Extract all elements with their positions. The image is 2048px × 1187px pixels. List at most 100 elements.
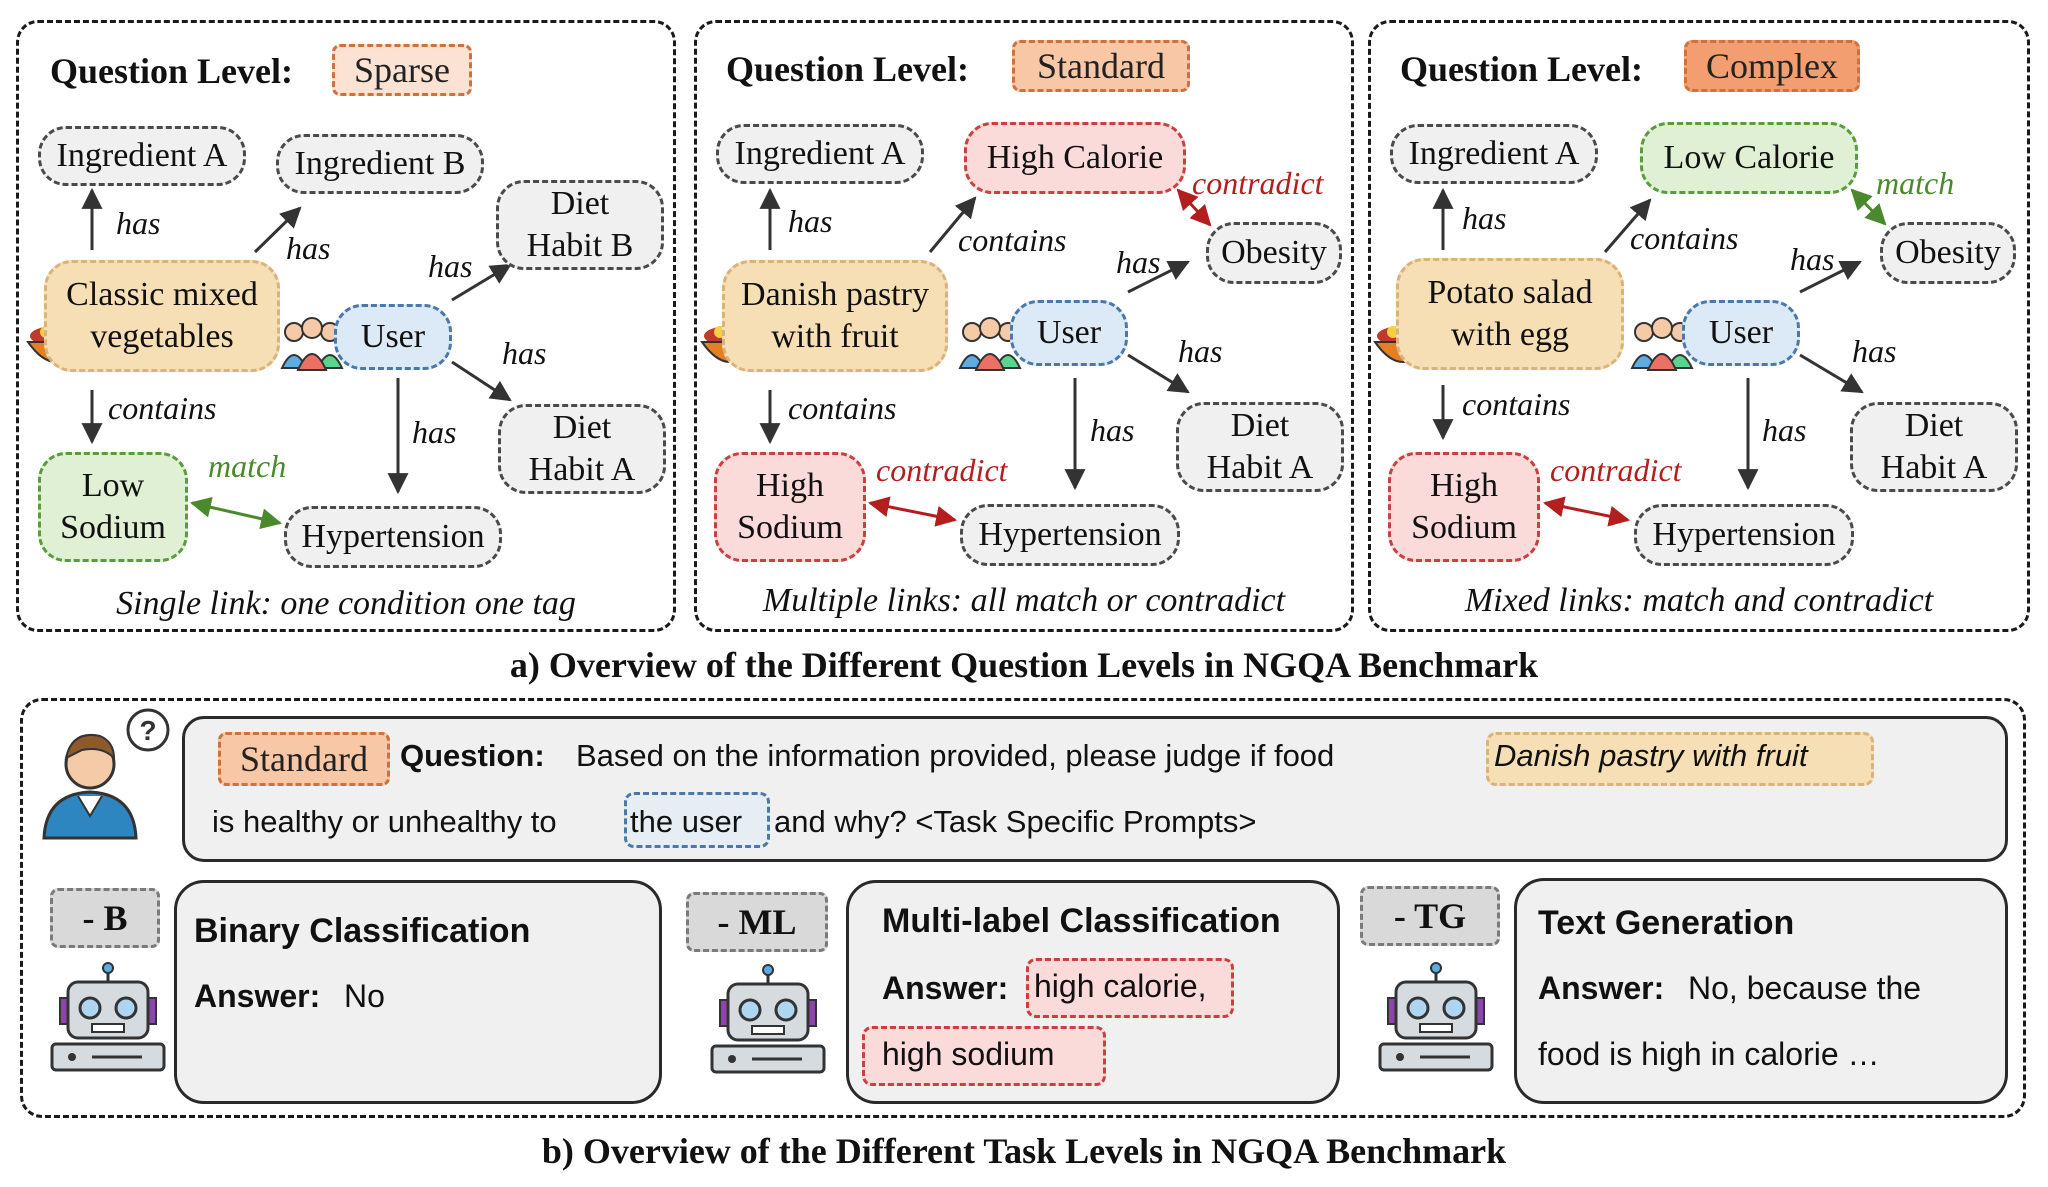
edge-user-obesity-3	[1799, 260, 1862, 294]
node-diet-habit-a: Diet Habit A	[1176, 402, 1344, 492]
panel-complex-caption: Mixed links: match and contradict	[1464, 582, 1934, 619]
node-high-sodium: High Sodium	[1388, 452, 1540, 562]
node-food: Classic mixed vegetables	[44, 260, 280, 372]
panel-standard-title: Question Level:	[726, 49, 969, 89]
task-answer-textgen-line2: food is high in calorie …	[1538, 1036, 1880, 1072]
node-diet-habit-a: Diet Habit A	[498, 404, 666, 494]
level-tag-standard: Standard	[1012, 40, 1190, 92]
edge-label-has: has	[412, 414, 457, 450]
question-line2-suffix: and why? <Task Specific Prompts>	[774, 804, 1257, 839]
panel-sparse-edges	[81, 187, 512, 495]
node-diet-habit-a: Diet Habit A	[1850, 402, 2018, 492]
node-obesity: Obesity	[1880, 222, 2016, 284]
edge-label-contradict: contradict	[1192, 165, 1324, 201]
node-user: User	[1010, 300, 1128, 366]
task-box-binary	[174, 880, 662, 1104]
panel-complex-title: Question Level:	[1400, 49, 1643, 89]
task-levels-panel	[20, 698, 2026, 1118]
question-food: Danish pastry with fruit	[1494, 738, 1808, 773]
question-food-highlight	[1486, 732, 1874, 786]
edge-label-has: has	[428, 248, 473, 284]
section-a-caption: a) Overview of the Different Question Le…	[509, 645, 1539, 685]
question-user: the user	[630, 804, 743, 839]
robot-icon	[50, 962, 166, 1072]
task-answer-label-multilabel: Answer:	[882, 970, 1009, 1006]
node-high-calorie: High Calorie	[964, 122, 1186, 194]
task-title-multilabel: Multi-label Classification	[882, 902, 1281, 940]
edge-label-has: has	[1090, 412, 1135, 448]
edge-food-high-calorie	[928, 196, 977, 253]
node-low-sodium: Low Sodium	[38, 452, 188, 562]
node-low-calorie: Low Calorie	[1640, 122, 1858, 194]
task-answer-label-textgen: Answer:	[1538, 970, 1665, 1006]
edge-label-contains: contains	[788, 390, 897, 426]
node-obesity: Obesity	[1206, 222, 1342, 284]
answer-tag-high-sodium	[862, 1026, 1106, 1086]
question-label: Question:	[400, 738, 545, 773]
edge-label-contradict: contradict	[1550, 452, 1682, 488]
edge-label-match: match	[208, 448, 287, 484]
user-group-icon	[958, 317, 1022, 371]
panel-standard-edges	[759, 187, 1190, 491]
question-line2-prefix: is healthy or unhealthy to	[212, 804, 557, 839]
edge-user-diet-b	[451, 263, 512, 302]
task-answer-label-binary: Answer:	[194, 978, 321, 1014]
edge-label-has: has	[788, 203, 833, 239]
task-answer-textgen-line1: No, because the	[1688, 970, 1922, 1006]
node-hypertension: Hypertension	[284, 506, 502, 568]
panel-sparse-caption: Single link: one condition one tag	[116, 585, 576, 622]
edge-label-has: has	[286, 230, 331, 266]
edge-match-sparse	[189, 496, 283, 530]
edge-contradict-top-standard	[1176, 188, 1212, 227]
edge-user-diet-a-2	[1127, 353, 1190, 394]
question-line1: Based on the information provided, pleas…	[576, 738, 1335, 773]
task-code-b: - B	[50, 888, 160, 948]
edge-label-contains: contains	[1630, 220, 1739, 256]
edge-label-contains: contains	[958, 222, 1067, 258]
edge-user-diet-a-3	[1799, 353, 1864, 394]
thinking-person-icon: ?	[42, 708, 170, 840]
node-user: User	[334, 304, 452, 370]
edge-label-has: has	[1116, 244, 1161, 280]
edge-label-contradict: contradict	[876, 452, 1008, 488]
node-ingredient-b: Ingredient B	[276, 134, 484, 194]
panel-complex	[1368, 20, 2030, 632]
node-ingredient-a: Ingredient A	[1390, 124, 1598, 184]
level-tag-sparse: Sparse	[332, 44, 472, 96]
edge-label-has: has	[1852, 333, 1897, 369]
edge-contradict-complex	[1542, 496, 1631, 527]
edge-label-has: has	[502, 335, 547, 371]
answer-tag-high-calorie	[1026, 958, 1234, 1018]
node-user: User	[1682, 300, 1800, 366]
node-food: Potato salad with egg	[1396, 258, 1624, 370]
panel-sparse	[16, 20, 676, 632]
node-ingredient-a: Ingredient A	[38, 126, 246, 186]
panel-complex-edges	[1432, 187, 1864, 491]
node-hypertension: Hypertension	[1634, 504, 1854, 566]
robot-icon	[710, 964, 826, 1074]
node-food: Danish pastry with fruit	[722, 260, 948, 372]
svg-text:?: ?	[139, 715, 156, 746]
answer-tag-high-sodium-text: high sodium	[882, 1036, 1055, 1072]
panel-standard	[694, 20, 1354, 632]
edge-label-has: has	[116, 205, 161, 241]
question-user-highlight	[624, 792, 770, 848]
edge-label-has: has	[1462, 200, 1507, 236]
edge-label-has: has	[1790, 241, 1835, 277]
edge-user-obesity	[1127, 260, 1190, 294]
task-code-ml: - ML	[686, 892, 828, 952]
edge-label-match: match	[1876, 165, 1955, 201]
task-box-textgen	[1514, 878, 2008, 1104]
edge-contradict-standard	[867, 496, 958, 527]
edge-user-diet-a	[451, 360, 512, 402]
panel-standard-caption: Multiple links: all match or contradict	[762, 582, 1286, 619]
edge-label-contains: contains	[1462, 386, 1571, 422]
section-b-caption: b) Overview of the Different Task Levels…	[541, 1131, 1507, 1171]
edge-food-low-calorie	[1603, 198, 1652, 253]
node-diet-habit-b: Diet Habit B	[496, 180, 664, 270]
task-code-tg: - TG	[1360, 886, 1500, 946]
edge-food-ingredient-b	[253, 206, 302, 254]
edge-label-has: has	[1762, 412, 1807, 448]
task-title-textgen: Text Generation	[1538, 904, 1795, 942]
